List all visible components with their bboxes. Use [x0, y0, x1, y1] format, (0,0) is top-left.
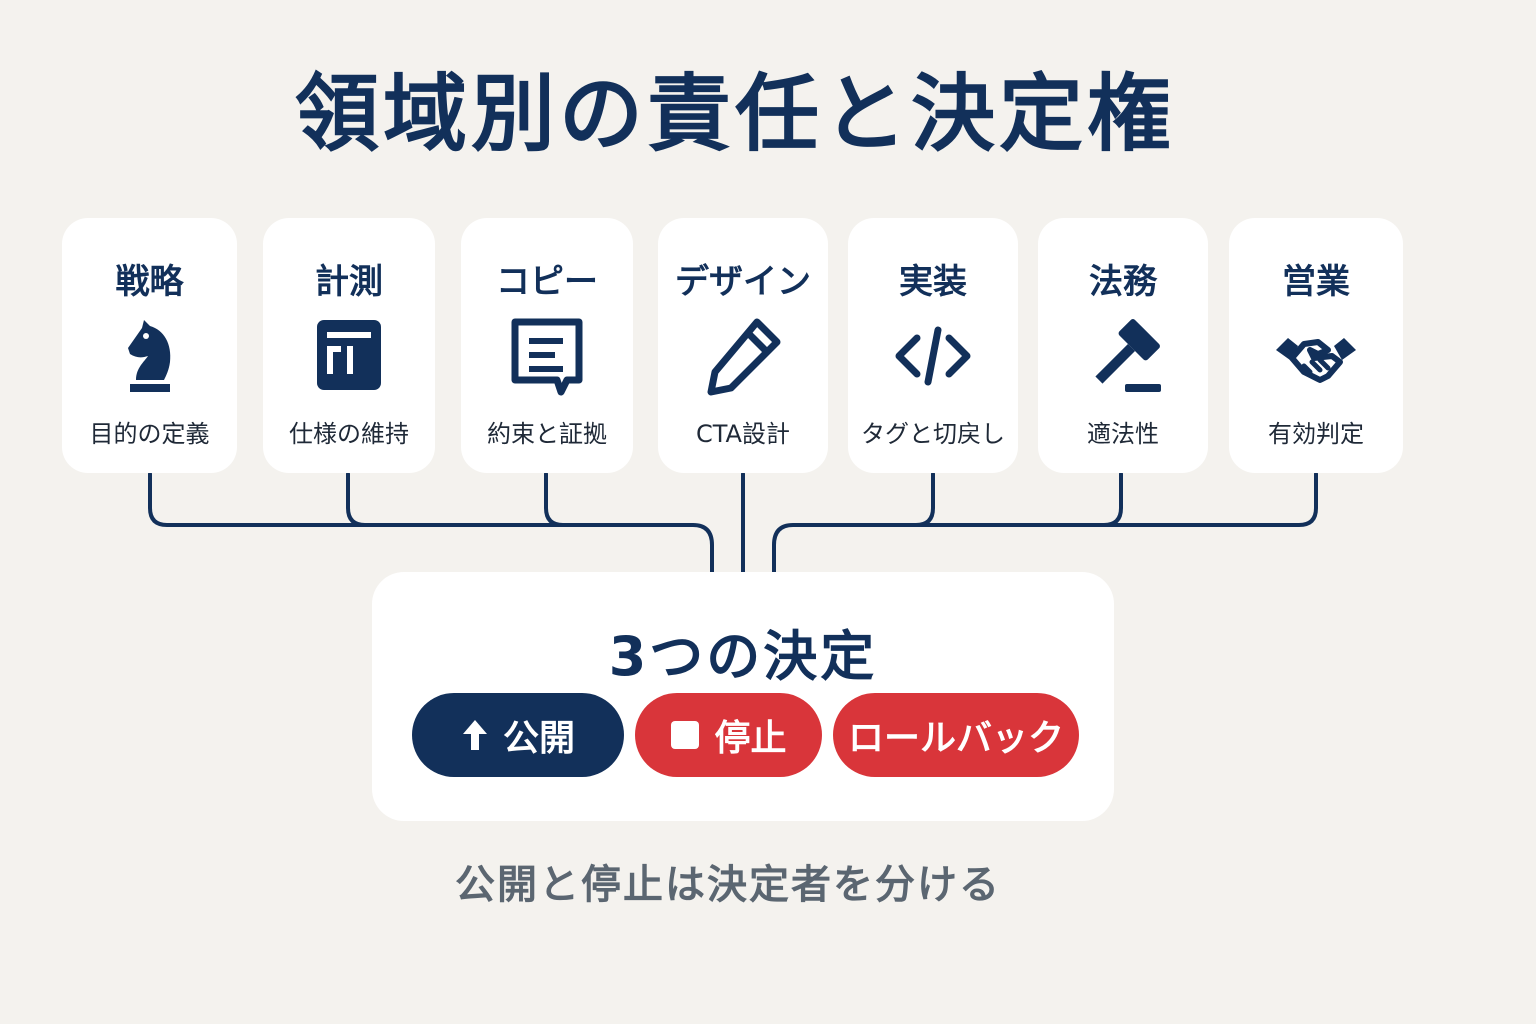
connector-line-sales	[772, 472, 1318, 574]
publish-button[interactable]: 公開	[412, 693, 624, 777]
stop-square-icon	[670, 720, 700, 750]
domain-name: 戦略	[115, 262, 184, 302]
domain-name: 法務	[1089, 262, 1157, 302]
text-document-icon	[505, 314, 589, 398]
rollback-label: ロールバック	[847, 718, 1064, 759]
domain-card-design: デザイン CTA設計	[658, 218, 828, 473]
connector-line-legal	[1102, 472, 1123, 527]
publish-label: 公開	[502, 718, 575, 759]
domain-name: 実装	[899, 262, 967, 302]
handshake-icon	[1274, 314, 1358, 398]
domain-responsibility: タグと切戻し	[861, 420, 1005, 448]
domain-card-measurement: 計測 仕様の維持	[263, 218, 435, 473]
decision-title: 3つの決定	[608, 625, 878, 688]
connector-line-implementation	[914, 472, 935, 527]
domain-name: 計測	[315, 262, 383, 302]
domain-card-implementation: 実装 タグと切戻し	[848, 218, 1018, 473]
domain-name: コピー	[496, 262, 598, 302]
domain-responsibility: 目的の定義	[89, 420, 210, 448]
domain-card-copy: コピー 約束と証拠	[461, 218, 633, 473]
domain-card-sales: 営業 有効判定	[1229, 218, 1403, 473]
domain-card-legal: 法務 適法性	[1038, 218, 1208, 473]
domain-responsibility: 約束と証拠	[487, 420, 607, 448]
connector-line-measurement	[346, 472, 367, 527]
page-title: 領域別の責任と決定権	[294, 65, 1175, 163]
domain-responsibility: 適法性	[1087, 420, 1159, 448]
stop-button[interactable]: 停止	[635, 693, 822, 777]
connector-line-copy	[544, 472, 565, 527]
arrow-up-icon	[461, 718, 489, 752]
domain-name: デザイン	[675, 262, 811, 302]
domain-card-strategy: 戦略 目的の定義	[62, 218, 237, 473]
connector-line-strategy	[148, 472, 714, 574]
rollback-button[interactable]: ロールバック	[833, 693, 1079, 777]
domain-responsibility: CTA設計	[696, 420, 790, 448]
footer-note: 公開と停止は決定者を分ける	[455, 862, 1001, 908]
pencil-icon	[701, 314, 785, 398]
domain-responsibility: 有効判定	[1268, 420, 1364, 448]
code-icon	[891, 314, 975, 398]
decision-panel: 3つの決定 公開 停止 ロールバック	[372, 572, 1114, 821]
chart-panel-icon	[307, 314, 391, 398]
domain-responsibility: 仕様の維持	[289, 420, 409, 448]
gavel-icon	[1081, 314, 1165, 398]
chess-knight-icon	[108, 314, 192, 398]
stop-label: 停止	[714, 718, 787, 759]
domain-name: 営業	[1282, 262, 1350, 302]
